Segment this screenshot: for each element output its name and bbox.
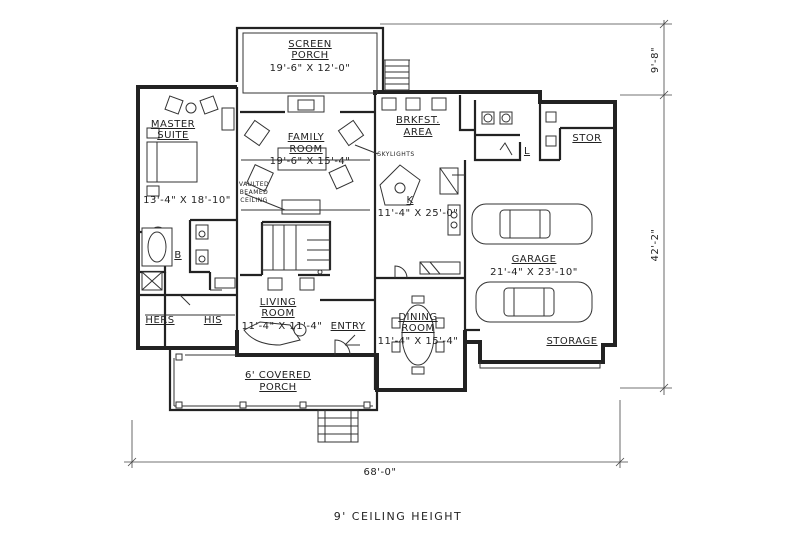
living-room-furniture <box>243 277 360 346</box>
family-room-furniture <box>241 95 370 215</box>
room-labels: SCREEN PORCH 19'-6" X 12'-0" MASTER SUIT… <box>143 39 601 393</box>
covered-porch-label-1: 6' COVERED <box>245 370 311 381</box>
laundry-fixtures <box>481 111 557 156</box>
stairs <box>261 224 331 275</box>
master-suite-label-2: SUITE <box>157 130 189 141</box>
master-suite-label-1: MASTER <box>151 119 195 130</box>
family-room-label-2: ROOM <box>289 144 322 155</box>
vaulted-note-2: BEAMED <box>240 189 269 196</box>
stor-label: STOR <box>572 133 601 144</box>
dining-furniture <box>391 295 445 375</box>
vaulted-note-3: CEILING <box>240 197 268 204</box>
garage-size: 21'-4" X 23'-10" <box>490 267 578 278</box>
hers-label: HERS <box>145 315 174 326</box>
dining-room-label-1: DINING <box>398 312 437 323</box>
garage-front <box>479 362 601 369</box>
dimension-labels: 9'-8" 42'-2" 68'-0" <box>363 47 661 478</box>
dining-room-label-2: ROOM <box>401 323 434 334</box>
living-room-size: 11'-4" X 11'-4" <box>242 321 323 332</box>
covered-porch-structure <box>168 348 379 443</box>
master-suite-size: 13'-4" X 18'-10" <box>143 195 231 206</box>
brkfst-area-label-1: BRKFST. <box>396 115 440 126</box>
dimension-lines <box>124 19 672 468</box>
garage-cars <box>471 203 593 323</box>
master-furniture <box>141 95 236 316</box>
storage-label: STORAGE <box>546 336 597 347</box>
kitchen-label: K <box>406 195 413 206</box>
dining-room-size: 11'-4" X 15'-4" <box>378 336 459 347</box>
his-label: HIS <box>204 315 222 326</box>
depth-dimension: 42'-2" <box>650 228 661 261</box>
living-room-label-1: LIVING <box>260 297 297 308</box>
brkfst-area-label-2: AREA <box>404 127 433 138</box>
screen-porch-label-1: SCREEN <box>288 39 331 50</box>
kitchen-fixtures <box>379 97 461 275</box>
kitchen-size: 11'-4" X 25'-0" <box>378 208 459 219</box>
doors <box>179 174 465 356</box>
family-room-label-1: FAMILY <box>288 132 325 143</box>
garage-label: GARAGE <box>512 254 557 265</box>
bath-label: B <box>174 250 181 261</box>
exterior-walls <box>136 26 617 392</box>
porch-depth-dimension: 9'-8" <box>650 47 661 73</box>
laundry-label: L <box>524 146 530 157</box>
screen-porch-label-2: PORCH <box>291 50 328 61</box>
entry-label: ENTRY <box>331 321 366 332</box>
family-room-size: 19'-6" X 15'-4" <box>270 156 351 167</box>
covered-porch-label-2: PORCH <box>259 382 296 393</box>
vaulted-note-1: VAULTED <box>239 181 269 188</box>
screen-porch-details <box>242 32 410 94</box>
skylights-note: SKYLIGHTS <box>377 151 414 158</box>
screen-porch-size: 19'-6" X 12'-0" <box>270 63 351 74</box>
plan-notes: SKYLIGHTS VAULTED BEAMED CEILING <box>239 144 414 204</box>
living-room-label-2: ROOM <box>261 308 294 319</box>
ceiling-height-caption: 9' CEILING HEIGHT <box>334 510 463 523</box>
width-dimension: 68'-0" <box>363 467 396 478</box>
